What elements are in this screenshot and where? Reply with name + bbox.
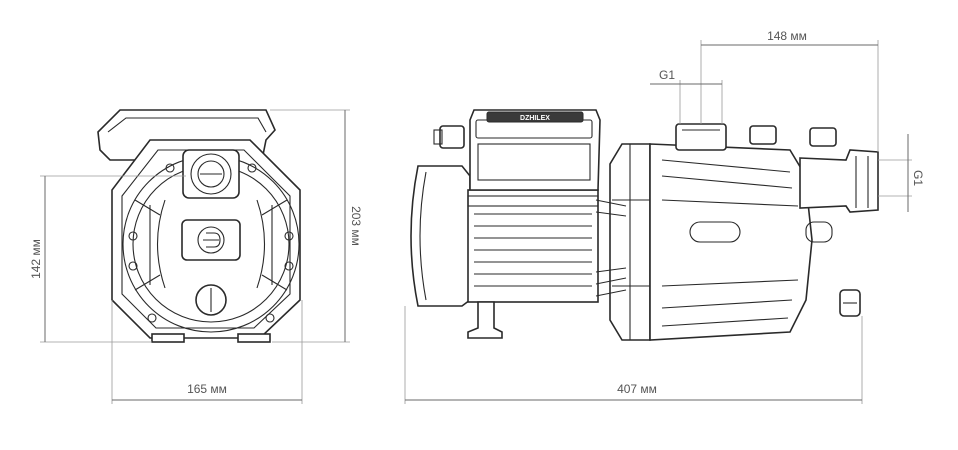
dim-label-203: 203 мм (349, 206, 363, 246)
side-inlet-port (799, 149, 879, 213)
nameplate-badge (486, 111, 584, 123)
dim-label-142: 142 мм (29, 239, 43, 279)
side-dimensions (404, 40, 912, 404)
nameplate-brand-text: DZHILEX (520, 115, 550, 122)
dim-label-g1-outlet: G1 (659, 68, 675, 82)
side-view: DZHILEX (410, 109, 879, 341)
front-view (97, 109, 301, 343)
front-base-right (237, 333, 271, 343)
dim-label-g1-inlet: G1 (911, 170, 925, 186)
motor-body (467, 189, 599, 303)
side-outlet-port (675, 123, 727, 151)
dim-label-407: 407 мм (617, 382, 657, 396)
dim-label-148: 148 мм (767, 29, 807, 43)
motor-foot (467, 301, 503, 339)
priming-plug-2 (809, 127, 837, 147)
front-base-left (151, 333, 185, 343)
brand-logo-icon (197, 226, 225, 254)
priming-plug-1 (749, 125, 777, 145)
dim-label-165: 165 мм (187, 382, 227, 396)
front-dimensions (40, 109, 350, 404)
cable-gland (439, 125, 465, 149)
side-terminal-box (469, 109, 601, 191)
